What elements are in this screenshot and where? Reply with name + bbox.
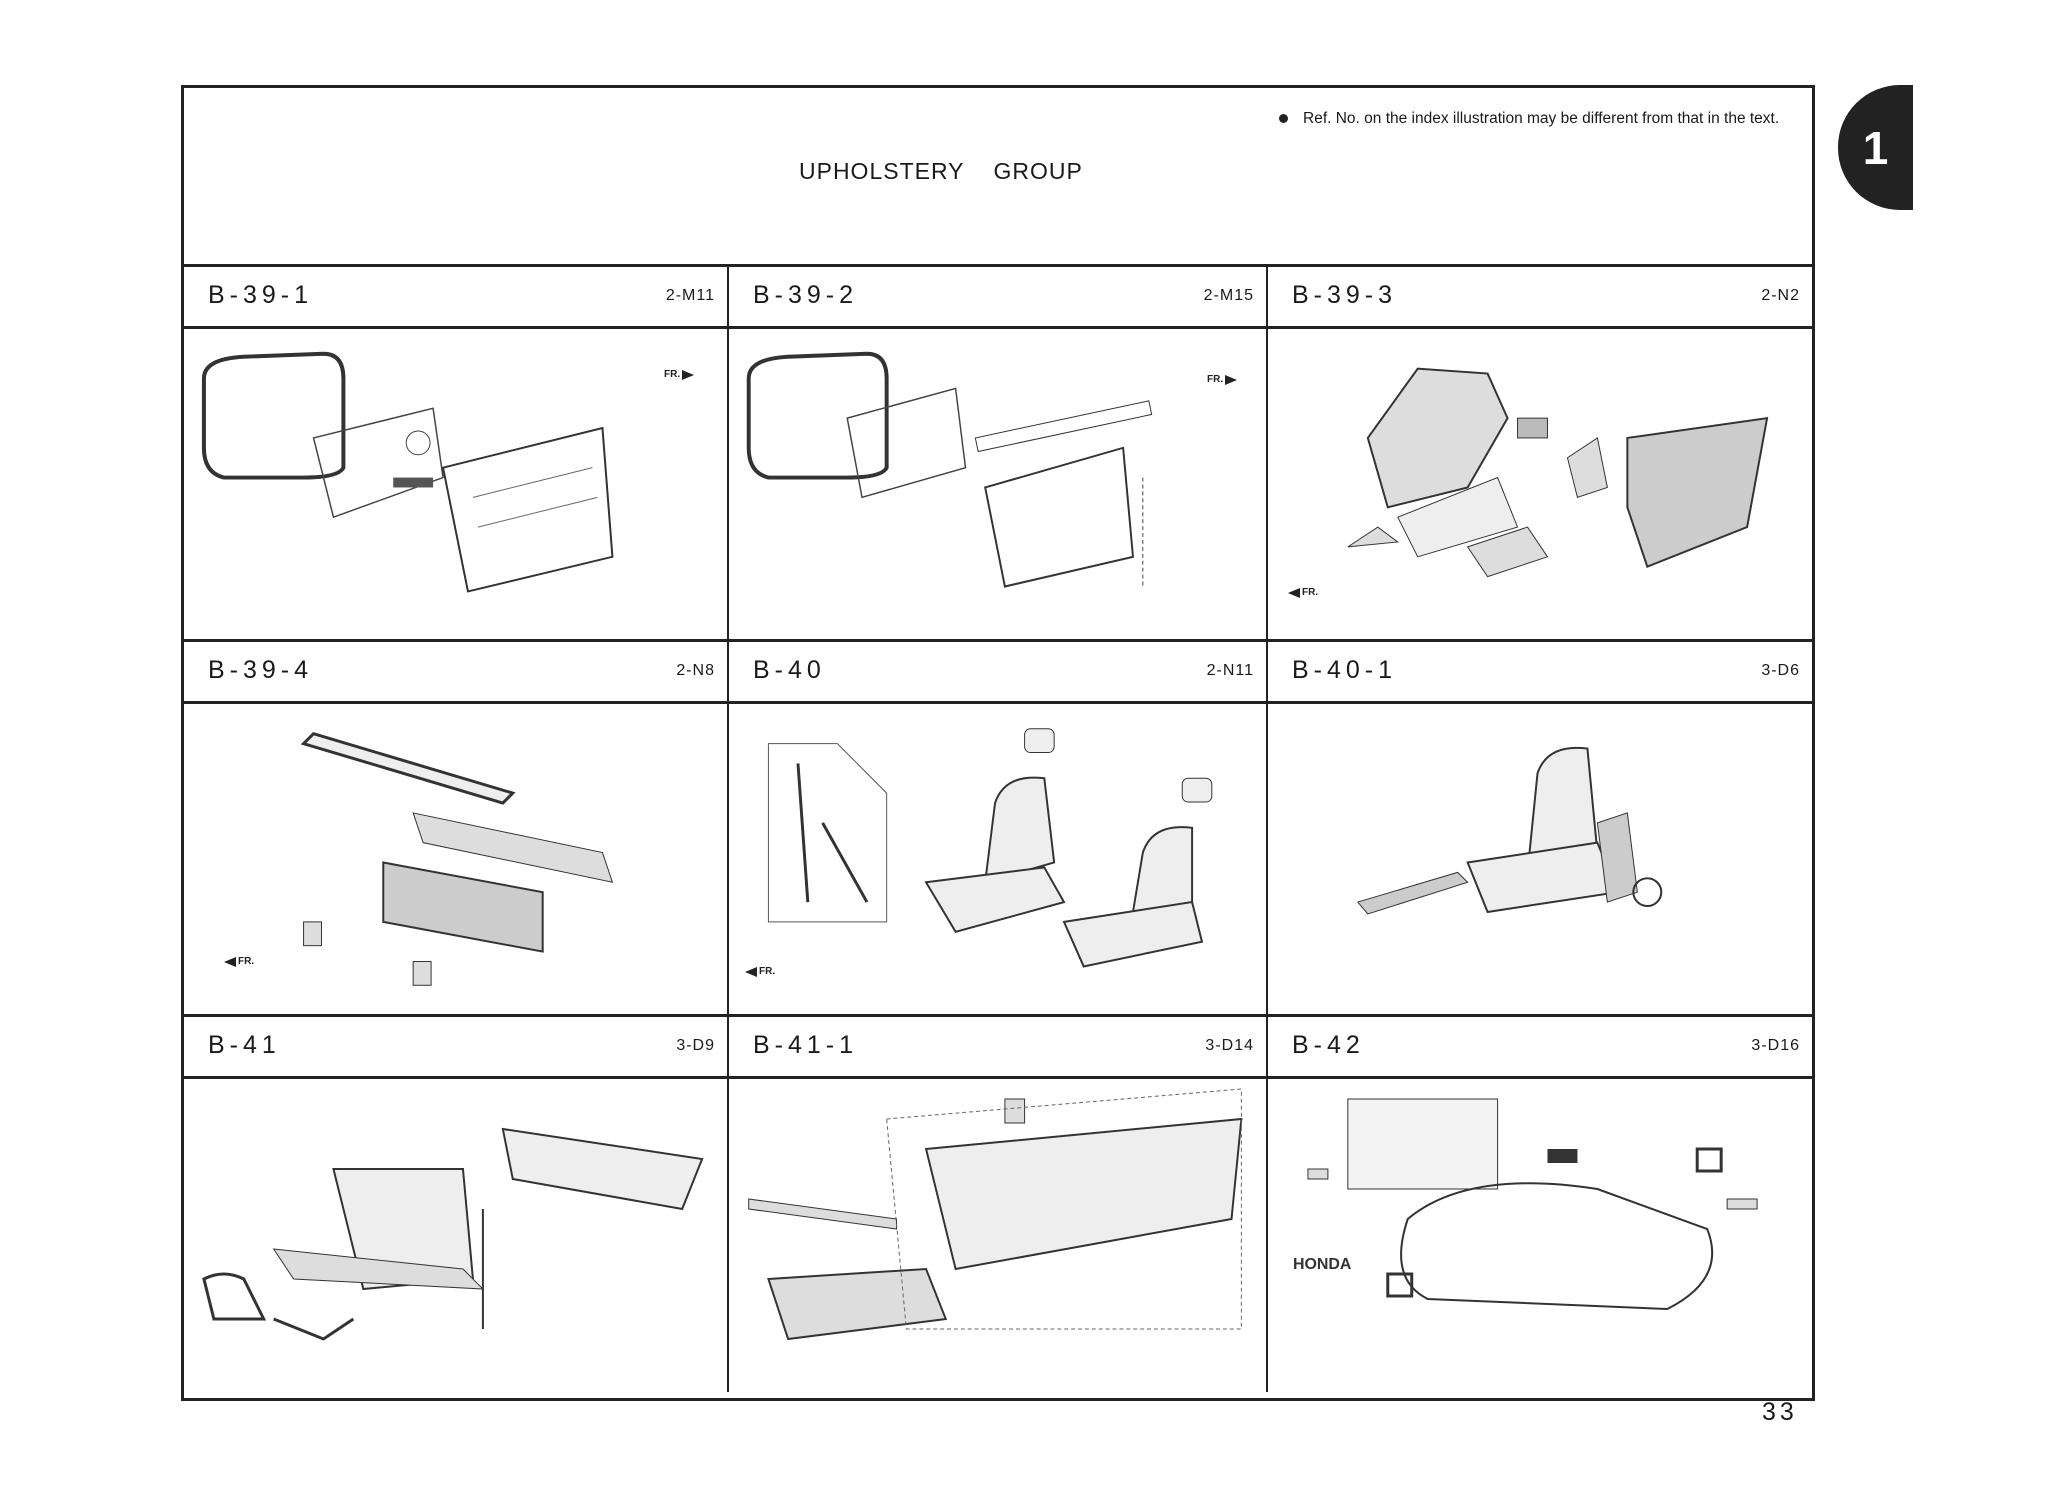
cell-reference[interactable]: 3-D9 — [676, 1037, 715, 1054]
cell-header-b-40-1: B-40-1 3-D6 — [1268, 642, 1812, 704]
illustration-b-39-2[interactable]: FR. — [729, 329, 1268, 642]
front-arrow-icon — [224, 956, 236, 967]
illustration-b-41-1[interactable] — [729, 1079, 1268, 1392]
cell-header-b-40: B-40 2-N11 — [729, 642, 1268, 704]
reference-note-text: Ref. No. on the index illustration may b… — [1303, 110, 1780, 127]
front-marker-label: FR. — [759, 966, 776, 977]
front-marker-label: FR. — [238, 956, 255, 967]
front-arrow-icon — [745, 966, 757, 977]
parts-illustration — [748, 1088, 1243, 1341]
parts-illustration — [300, 732, 614, 986]
cell-header-b-39-3: B-39-3 2-N2 — [1268, 267, 1812, 329]
cell-reference[interactable]: 2-N11 — [1206, 662, 1254, 679]
svg-text:HONDA: HONDA — [1293, 1256, 1352, 1273]
index-frame: UPHOLSTERY GROUP Ref. No. on the index i… — [181, 85, 1815, 1401]
cell-code: B-41-1 — [753, 1031, 859, 1059]
parts-illustration — [767, 728, 1213, 968]
page-title: UPHOLSTERY GROUP — [799, 158, 1083, 184]
page-number: 33 — [1762, 1398, 1798, 1426]
front-arrow-icon — [1225, 374, 1238, 385]
cell-header-b-42: B-42 3-D16 — [1268, 1017, 1812, 1079]
index-grid: B-39-1 2-M11 B-39-2 2-M15 B-39-3 2-N2 FR… — [184, 267, 1812, 1398]
cell-code: B-39-2 — [753, 281, 859, 309]
cell-code: B-40-1 — [1292, 656, 1398, 684]
parts-illustration — [746, 351, 1153, 588]
illustration-b-39-1[interactable]: FR. — [184, 329, 729, 642]
cell-code: B-39-3 — [1292, 281, 1398, 309]
front-marker-label: FR. — [664, 369, 681, 380]
cell-reference[interactable]: 2-N8 — [676, 662, 715, 679]
parts-illustration — [202, 1127, 704, 1341]
parts-illustration — [1356, 746, 1663, 915]
cell-reference[interactable]: 3-D16 — [1751, 1037, 1800, 1054]
section-tab[interactable]: 1 — [1838, 85, 1913, 210]
parts-illustration — [1347, 367, 1769, 578]
illustration-b-40-1[interactable] — [1268, 704, 1812, 1017]
cell-code: B-42 — [1292, 1031, 1365, 1059]
front-marker: FR. — [224, 956, 254, 967]
bullet-icon — [1279, 114, 1288, 123]
cell-reference[interactable]: 3-D6 — [1761, 662, 1800, 679]
cell-header-b-39-2: B-39-2 2-M15 — [729, 267, 1268, 329]
illustration-b-39-4[interactable]: FR. — [184, 704, 729, 1017]
reference-note: Ref. No. on the index illustration may b… — [1279, 110, 1803, 127]
parts-illustration — [201, 351, 614, 593]
cell-code: B-40 — [753, 656, 826, 684]
cell-reference[interactable]: 2-M11 — [665, 287, 715, 304]
cell-header-b-39-4: B-39-4 2-N8 — [184, 642, 729, 704]
illustration-b-41[interactable] — [184, 1079, 729, 1392]
front-marker: FR. — [664, 369, 695, 380]
parts-illustration: HONDA — [1293, 1098, 1758, 1311]
cell-header-b-41-1: B-41-1 3-D14 — [729, 1017, 1268, 1079]
cell-reference[interactable]: 2-M15 — [1203, 287, 1254, 304]
cell-reference[interactable]: 3-D14 — [1205, 1037, 1254, 1054]
illustration-b-42[interactable]: HONDA — [1268, 1079, 1812, 1392]
front-marker-label: FR. — [1207, 374, 1224, 385]
front-arrow-icon — [682, 369, 695, 380]
cell-code: B-41 — [208, 1031, 281, 1059]
front-marker: FR. — [1207, 374, 1238, 385]
front-marker: FR. — [745, 966, 775, 977]
cell-code: B-39-1 — [208, 281, 314, 309]
cell-header-b-41: B-41 3-D9 — [184, 1017, 729, 1079]
page-header: UPHOLSTERY GROUP Ref. No. on the index i… — [184, 88, 1812, 267]
illustration-b-39-3[interactable]: FR. — [1268, 329, 1812, 642]
cell-reference[interactable]: 2-N2 — [1761, 287, 1800, 304]
illustration-b-40[interactable]: FR. — [729, 704, 1268, 1017]
cell-code: B-39-4 — [208, 656, 314, 684]
cell-header-b-39-1: B-39-1 2-M11 — [184, 267, 729, 329]
front-arrow-icon — [1288, 587, 1300, 598]
front-marker-label: FR. — [1302, 587, 1319, 598]
front-marker: FR. — [1288, 587, 1318, 598]
